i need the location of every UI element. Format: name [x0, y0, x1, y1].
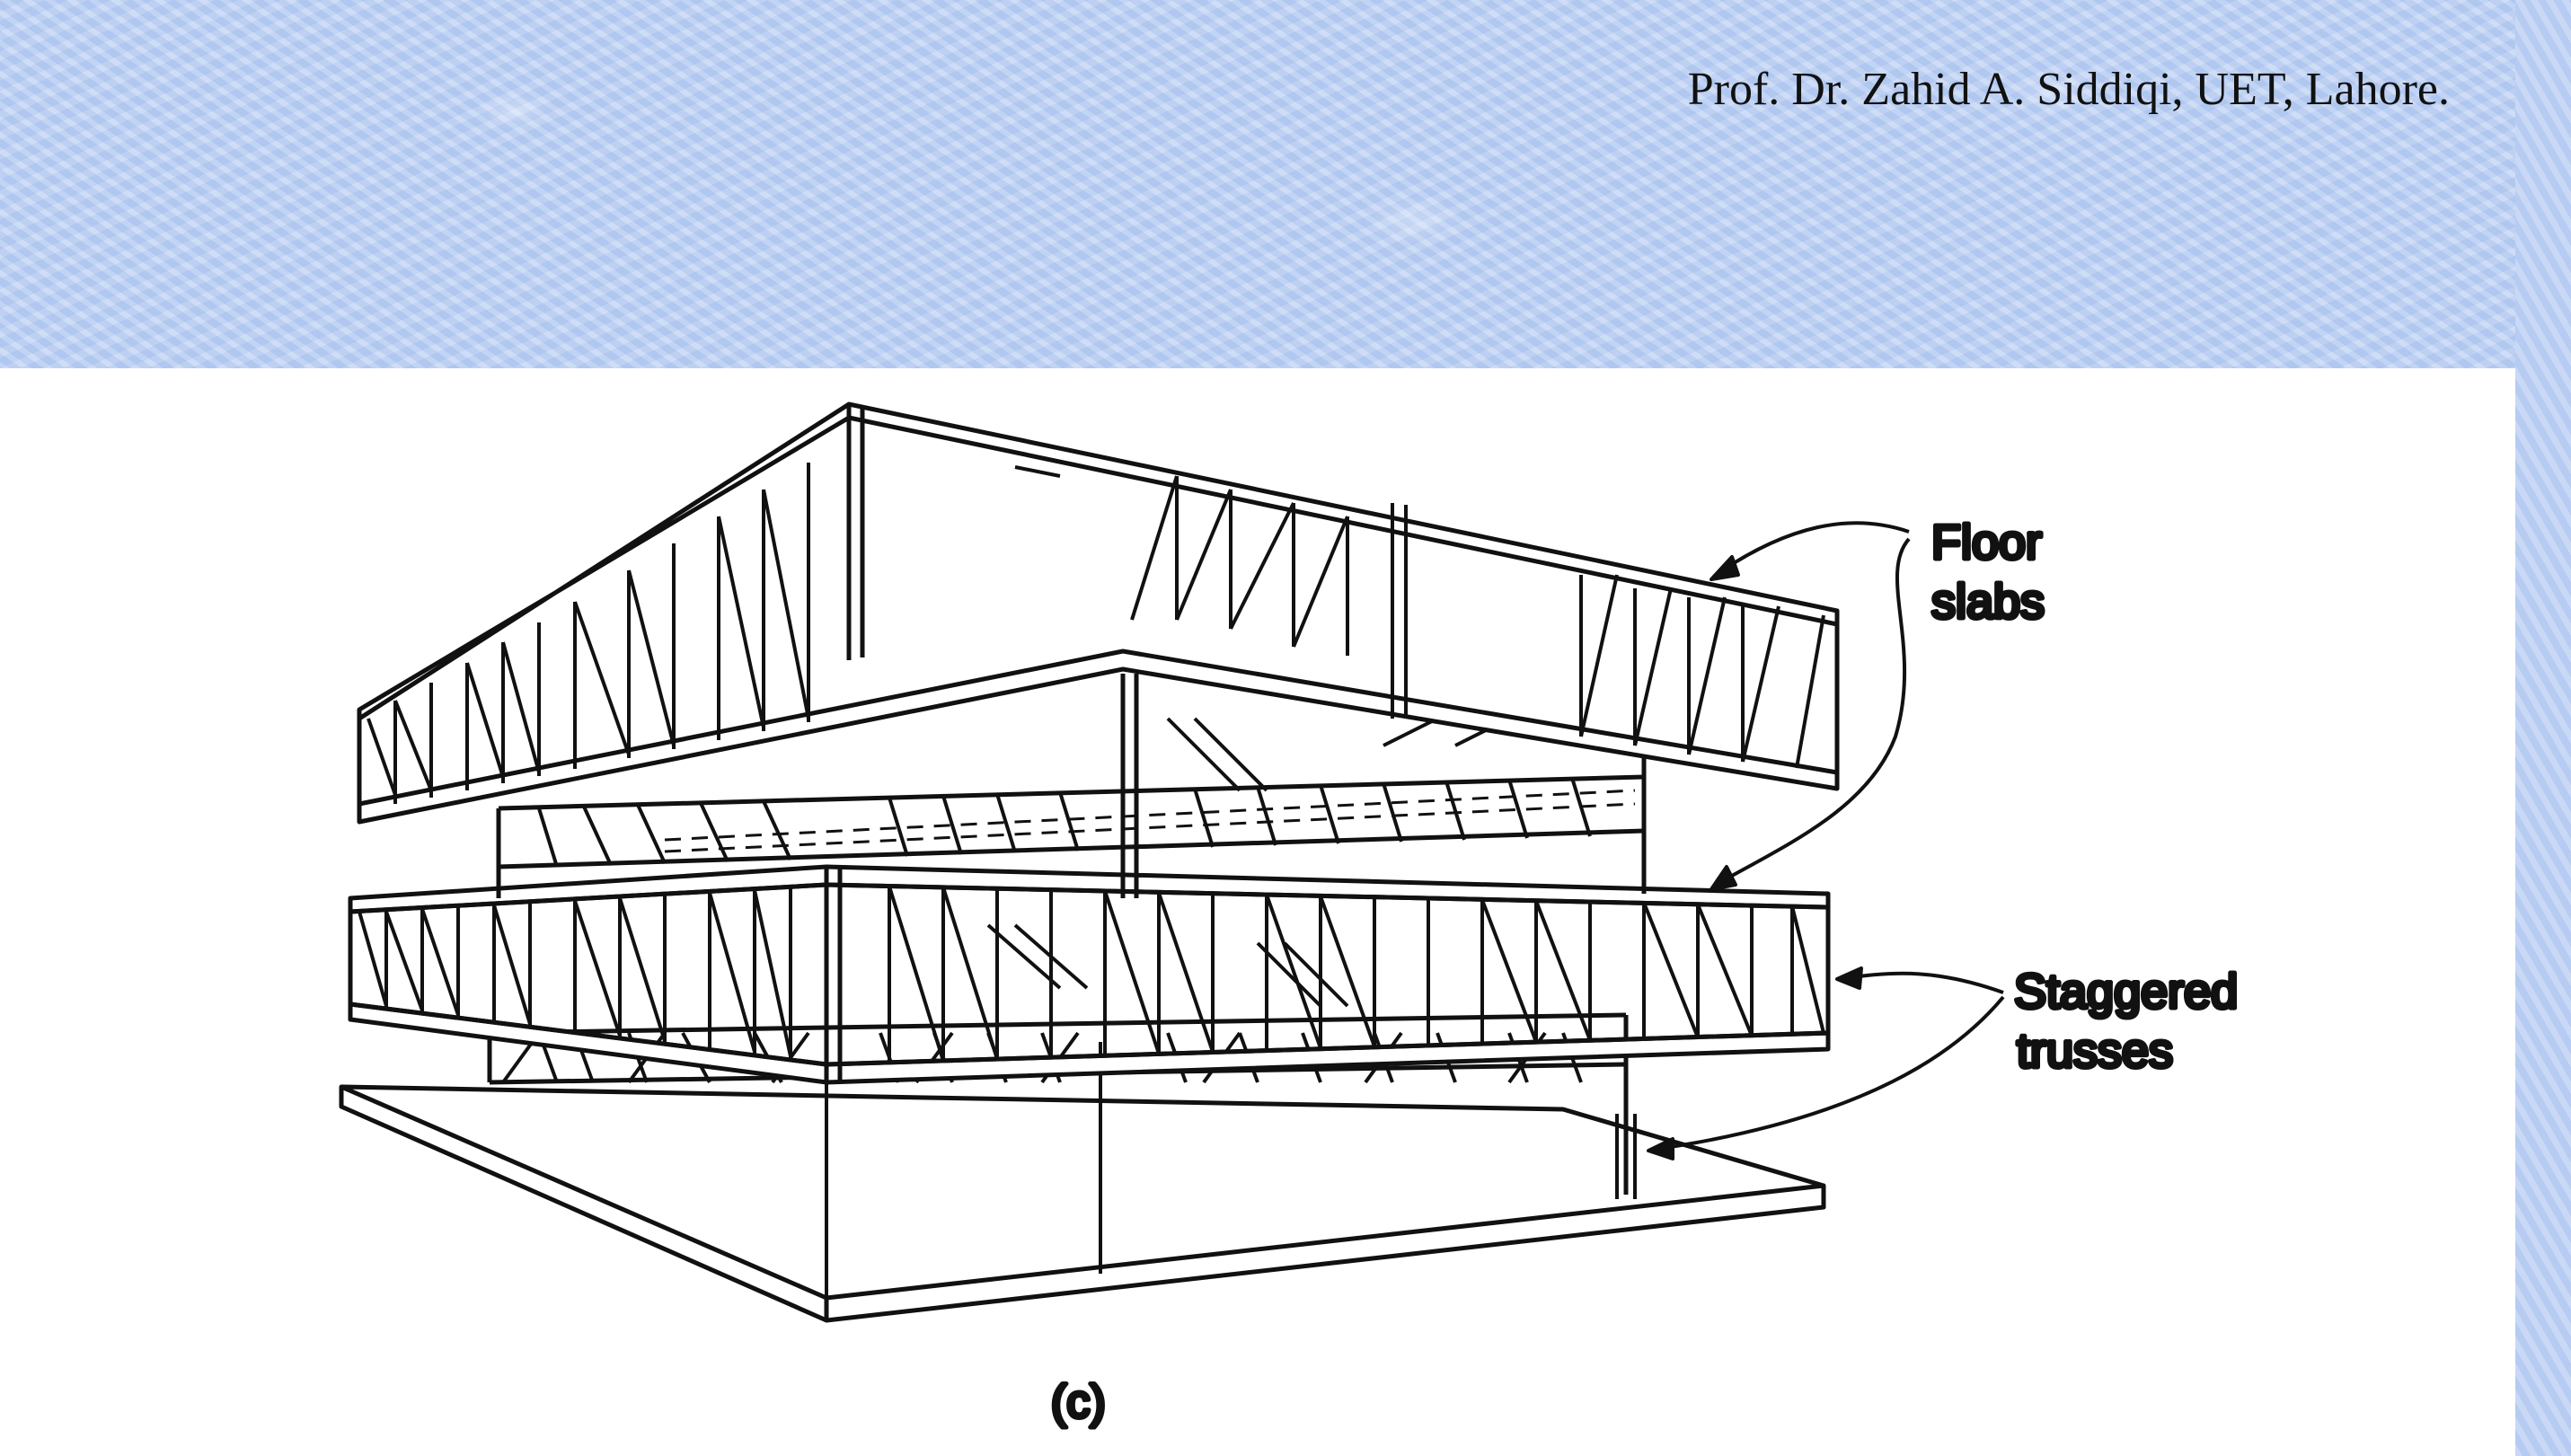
- staggered-truss-diagram: Floor slabs Staggered trusses (c): [339, 402, 2240, 1431]
- label-slabs: slabs: [1931, 575, 2045, 629]
- top-truss-left: [367, 463, 810, 804]
- middle-truss-verticals: [384, 887, 1794, 1063]
- middle-truss: [348, 867, 1831, 1082]
- top-slab: [357, 402, 1840, 825]
- label-staggered: Staggered: [2014, 965, 2238, 1019]
- decorative-side-strip: [2515, 0, 2571, 1456]
- annotation-arrows: [1647, 521, 2005, 1160]
- top-truss-right: [1014, 465, 1825, 769]
- decorative-header-band: [0, 0, 2571, 368]
- ground-slab: [339, 1084, 1826, 1323]
- upper-truss-rear: [496, 674, 1647, 898]
- upper-truss-web: [537, 717, 1592, 868]
- author-credit: Prof. Dr. Zahid A. Siddiqi, UET, Lahore.: [1687, 64, 2450, 115]
- middle-truss-diagonals: [358, 886, 1825, 1062]
- label-floor: Floor: [1931, 516, 2042, 569]
- figure-caption: (c): [1051, 1376, 1106, 1428]
- label-trusses: trusses: [2017, 1024, 2173, 1078]
- diagram-panel: [0, 368, 2515, 1456]
